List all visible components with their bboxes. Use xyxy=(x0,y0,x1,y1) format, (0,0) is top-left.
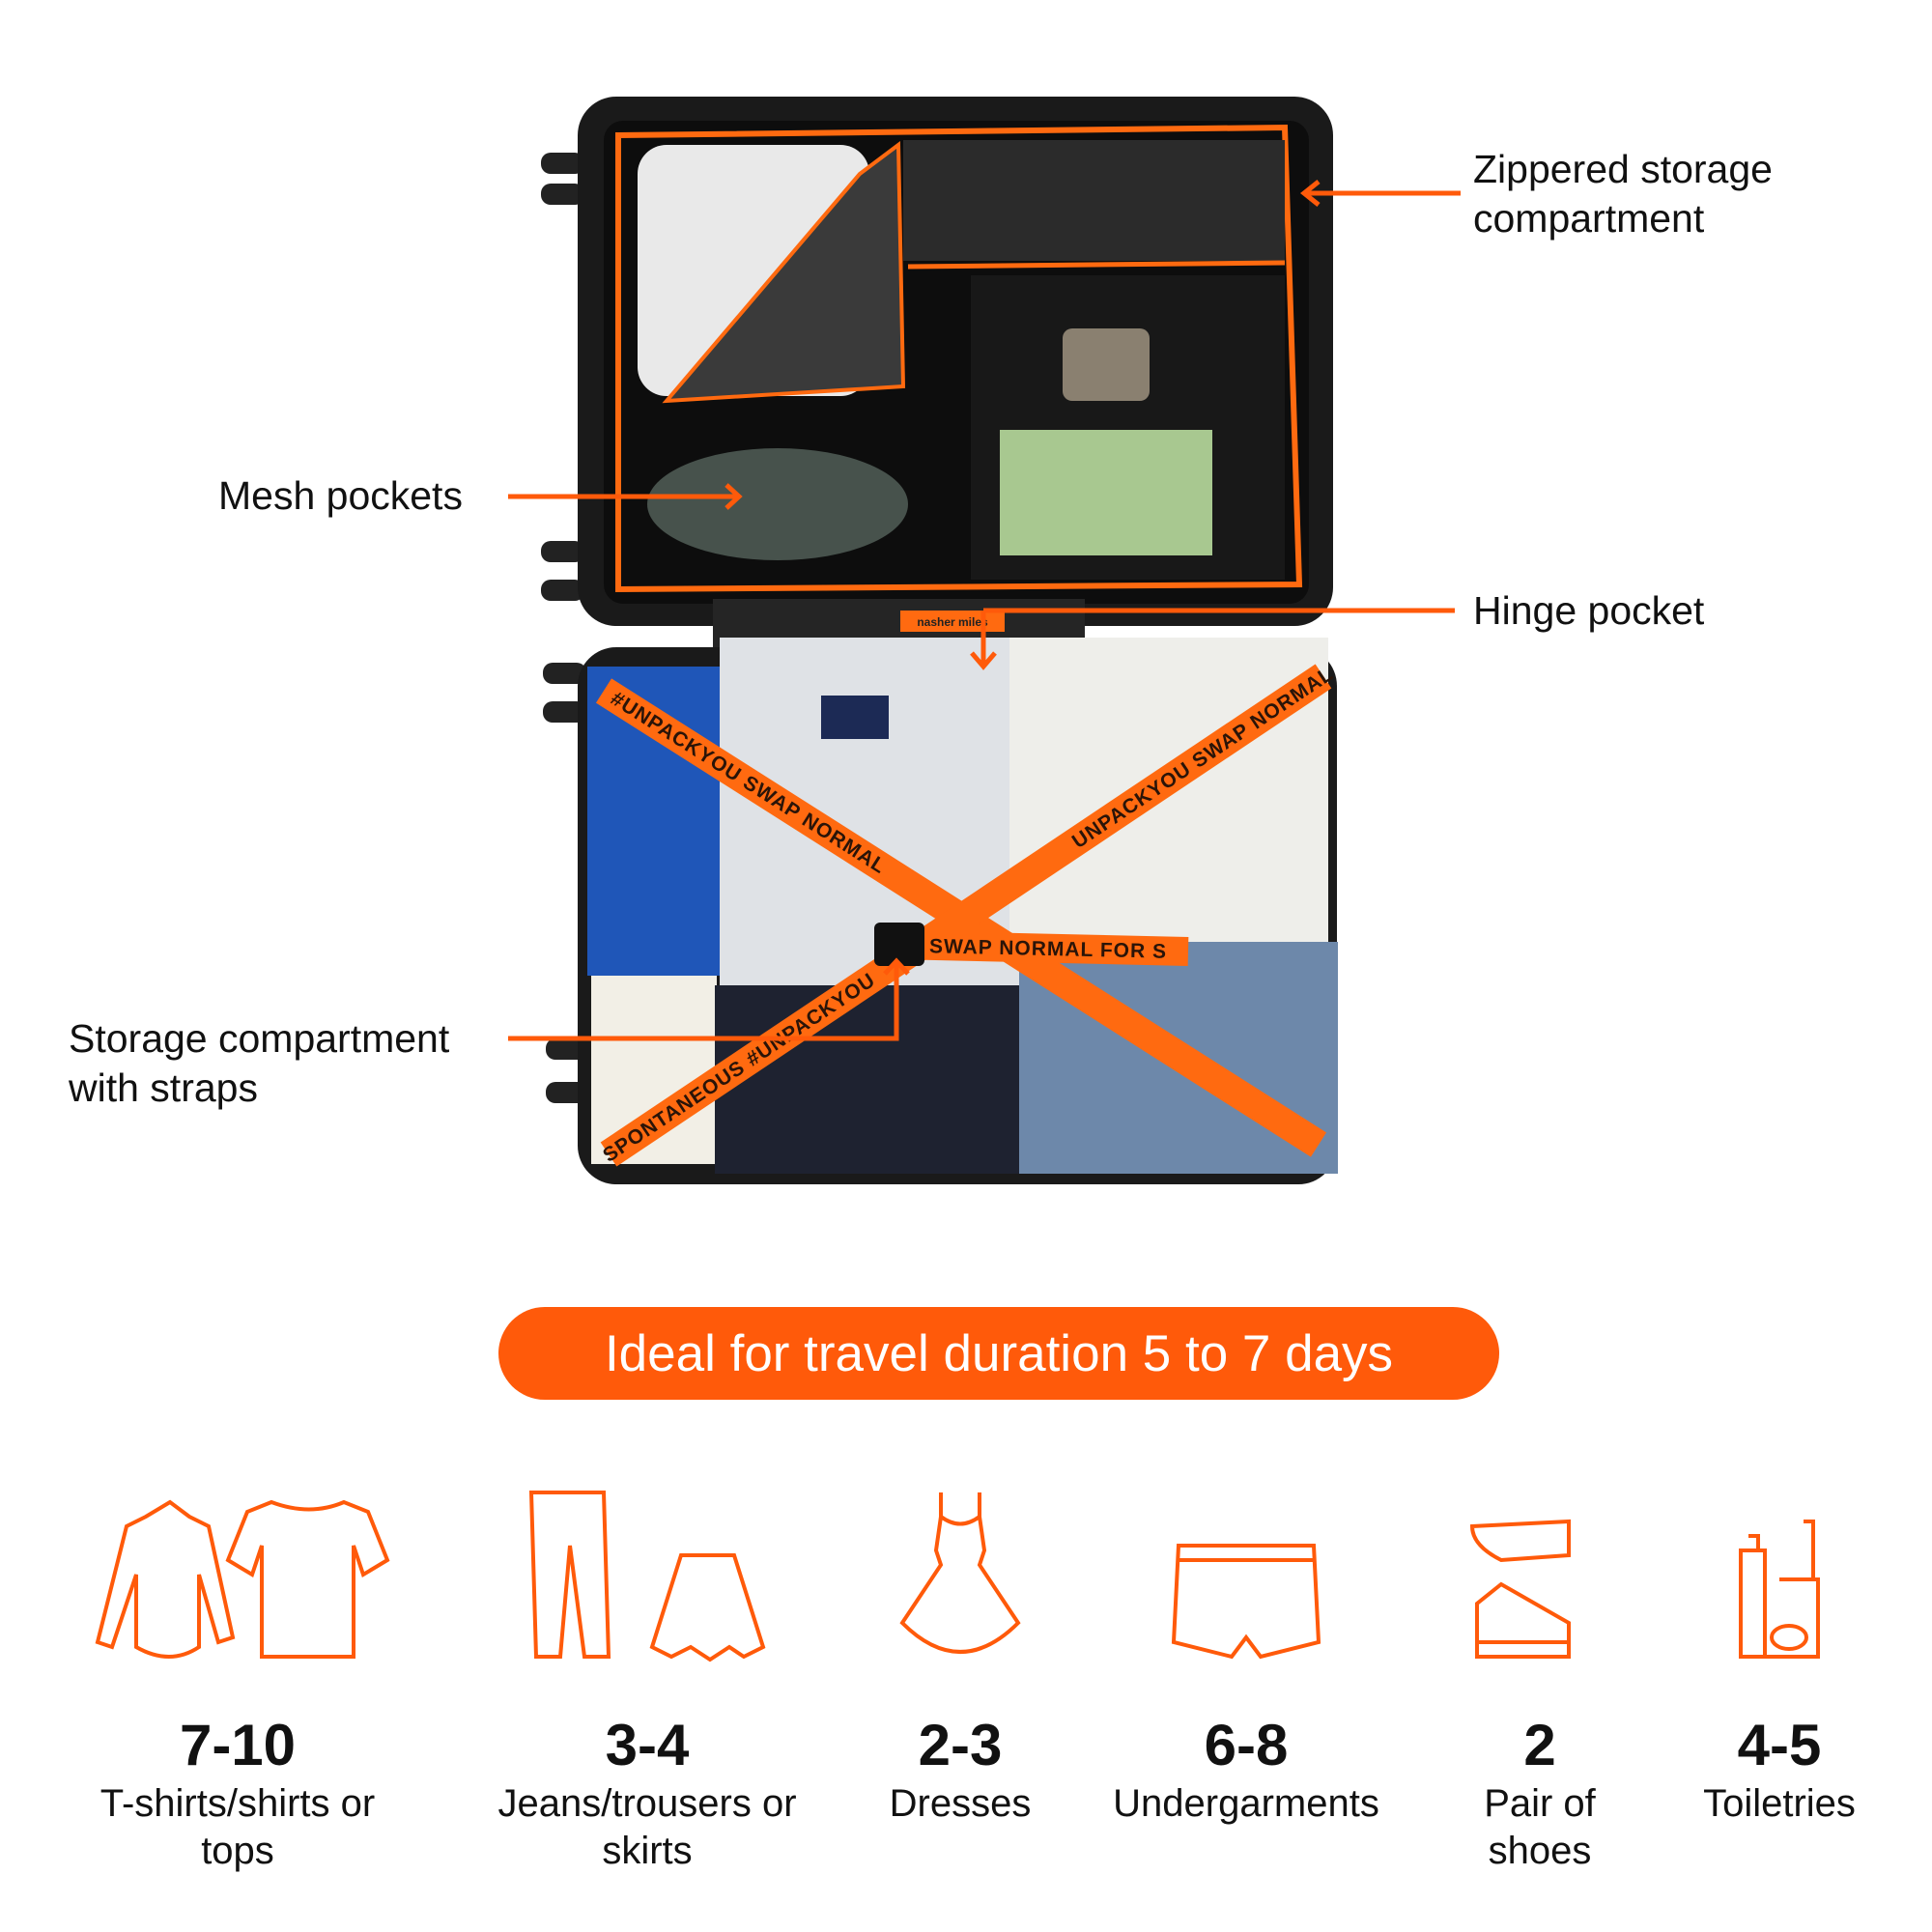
strap-buckle xyxy=(874,923,924,966)
callout-text: compartment xyxy=(1473,196,1705,241)
brand-tag xyxy=(900,611,1005,632)
label-line: Jeans/trousers or xyxy=(497,1782,797,1825)
count: 4-5 xyxy=(1737,1713,1822,1777)
callout-text: with straps xyxy=(69,1065,258,1110)
shorts-icon xyxy=(1171,1544,1321,1660)
sneakers-icon xyxy=(1469,1519,1571,1659)
suitcase-image: nasher miles #UNPACKYOU SWAP NORMAL SWAP… xyxy=(508,97,1461,1184)
label-line: T-shirts/shirts or xyxy=(99,1782,376,1825)
zippered-compartment xyxy=(903,140,1285,261)
dress-icon xyxy=(899,1492,1021,1654)
callout-zippered-storage: Zippered storage compartment xyxy=(1473,145,1773,243)
count: 2 xyxy=(1523,1713,1556,1777)
capacity-item-dresses: 2-3 Dresses xyxy=(796,1488,1124,1828)
count: 7-10 xyxy=(179,1713,297,1777)
label-line: Dresses xyxy=(889,1782,1032,1825)
capacity-item-bottoms: 3-4 Jeans/trousers or skirts xyxy=(483,1488,811,1875)
brand-tag-text: nasher miles xyxy=(917,615,988,629)
capacity-item-toiletries: 4-5 Toiletries xyxy=(1615,1488,1932,1828)
label: Jeans/trousers or skirts xyxy=(483,1780,811,1875)
callout-text: Zippered storage xyxy=(1473,147,1773,191)
callout-hinge-pocket: Hinge pocket xyxy=(1473,588,1705,633)
label-line: shoes xyxy=(1488,1830,1592,1872)
wipes-pack xyxy=(1000,430,1212,555)
count: 6-8 xyxy=(1204,1713,1289,1777)
label-line: Pair of xyxy=(1484,1782,1596,1825)
dark-trousers xyxy=(715,985,1019,1174)
capacity-item-undergarments: 6-8 Undergarments xyxy=(1082,1488,1410,1828)
count: 3-4 xyxy=(605,1713,690,1777)
callout-text: Storage compartment xyxy=(69,1016,450,1061)
toiletries-icon xyxy=(1739,1520,1820,1659)
label-line: tops xyxy=(201,1830,274,1872)
capacity-item-tops: 7-10 T-shirts/shirts or tops xyxy=(73,1488,402,1875)
callout-storage-straps: Storage compartment with straps xyxy=(69,1014,449,1113)
zipper-outline xyxy=(615,124,1303,593)
label: T-shirts/shirts or tops xyxy=(73,1780,402,1875)
label: Toiletries xyxy=(1615,1780,1932,1828)
eye-mask xyxy=(647,448,908,560)
trousers-skirt-icon xyxy=(528,1491,766,1662)
straps xyxy=(595,664,1332,1167)
strap-text-2: SWAP NORMAL FOR S xyxy=(929,935,1168,963)
perfume-bottle xyxy=(1063,328,1150,401)
label-line: skirts xyxy=(602,1830,693,1872)
capacity-item-shoes: 2 Pair of shoes xyxy=(1376,1488,1704,1875)
label-line: Undergarments xyxy=(1113,1782,1379,1825)
label: Dresses xyxy=(796,1780,1124,1828)
label: Pair of shoes xyxy=(1376,1780,1704,1875)
callout-mesh-pockets: Mesh pockets xyxy=(218,473,463,518)
label-line: Toiletries xyxy=(1703,1782,1856,1825)
count: 2-3 xyxy=(918,1713,1003,1777)
callout-lines xyxy=(508,180,1461,1041)
travel-duration-banner: Ideal for travel duration 5 to 7 days xyxy=(498,1307,1499,1400)
label: Undergarments xyxy=(1082,1780,1410,1828)
shirt-tshirt-icon xyxy=(95,1499,390,1659)
